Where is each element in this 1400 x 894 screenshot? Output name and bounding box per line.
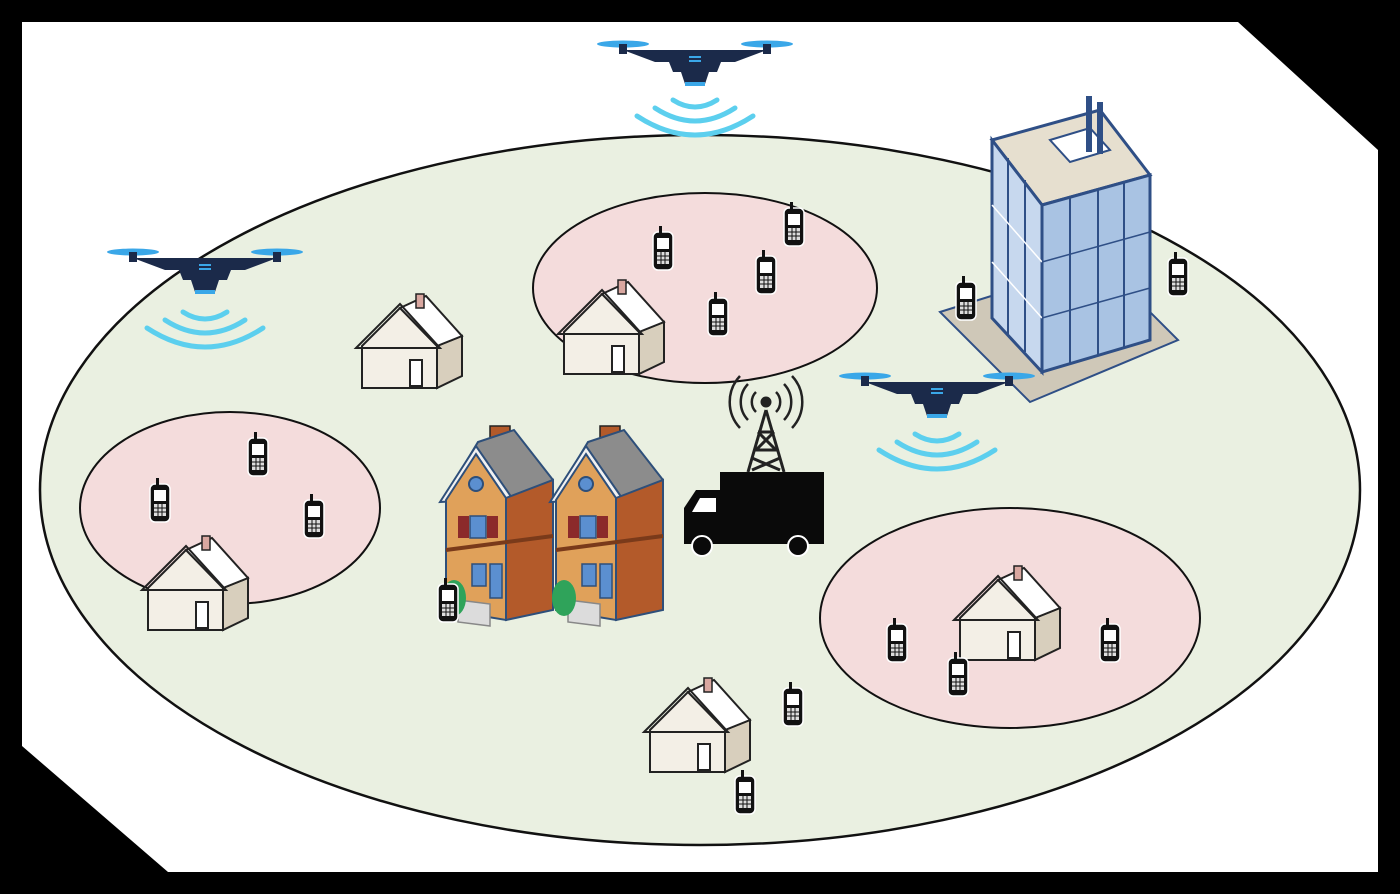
mobile-phone-icon bbox=[437, 577, 459, 623]
mobile-phone-icon bbox=[247, 431, 269, 477]
office-building-icon bbox=[938, 96, 1180, 404]
mobile-phone-icon bbox=[652, 225, 674, 271]
mobile-phone-icon bbox=[955, 275, 977, 321]
mobile-phone-icon bbox=[886, 617, 908, 663]
mobile-phone-icon bbox=[782, 681, 804, 727]
mobile-phone-icon bbox=[734, 769, 756, 815]
truck-icon bbox=[684, 472, 824, 557]
mobile-phone-icon bbox=[755, 249, 777, 295]
cell-tower-icon bbox=[728, 375, 804, 473]
mobile-phone-icon bbox=[707, 291, 729, 337]
mobile-phone-icon bbox=[783, 201, 805, 247]
mobile-phone-icon bbox=[303, 493, 325, 539]
mobile-phone-icon bbox=[149, 477, 171, 523]
mobile-phone-icon bbox=[947, 651, 969, 697]
mobile-phone-icon bbox=[1167, 251, 1189, 297]
mobile-phone-icon bbox=[1099, 617, 1121, 663]
